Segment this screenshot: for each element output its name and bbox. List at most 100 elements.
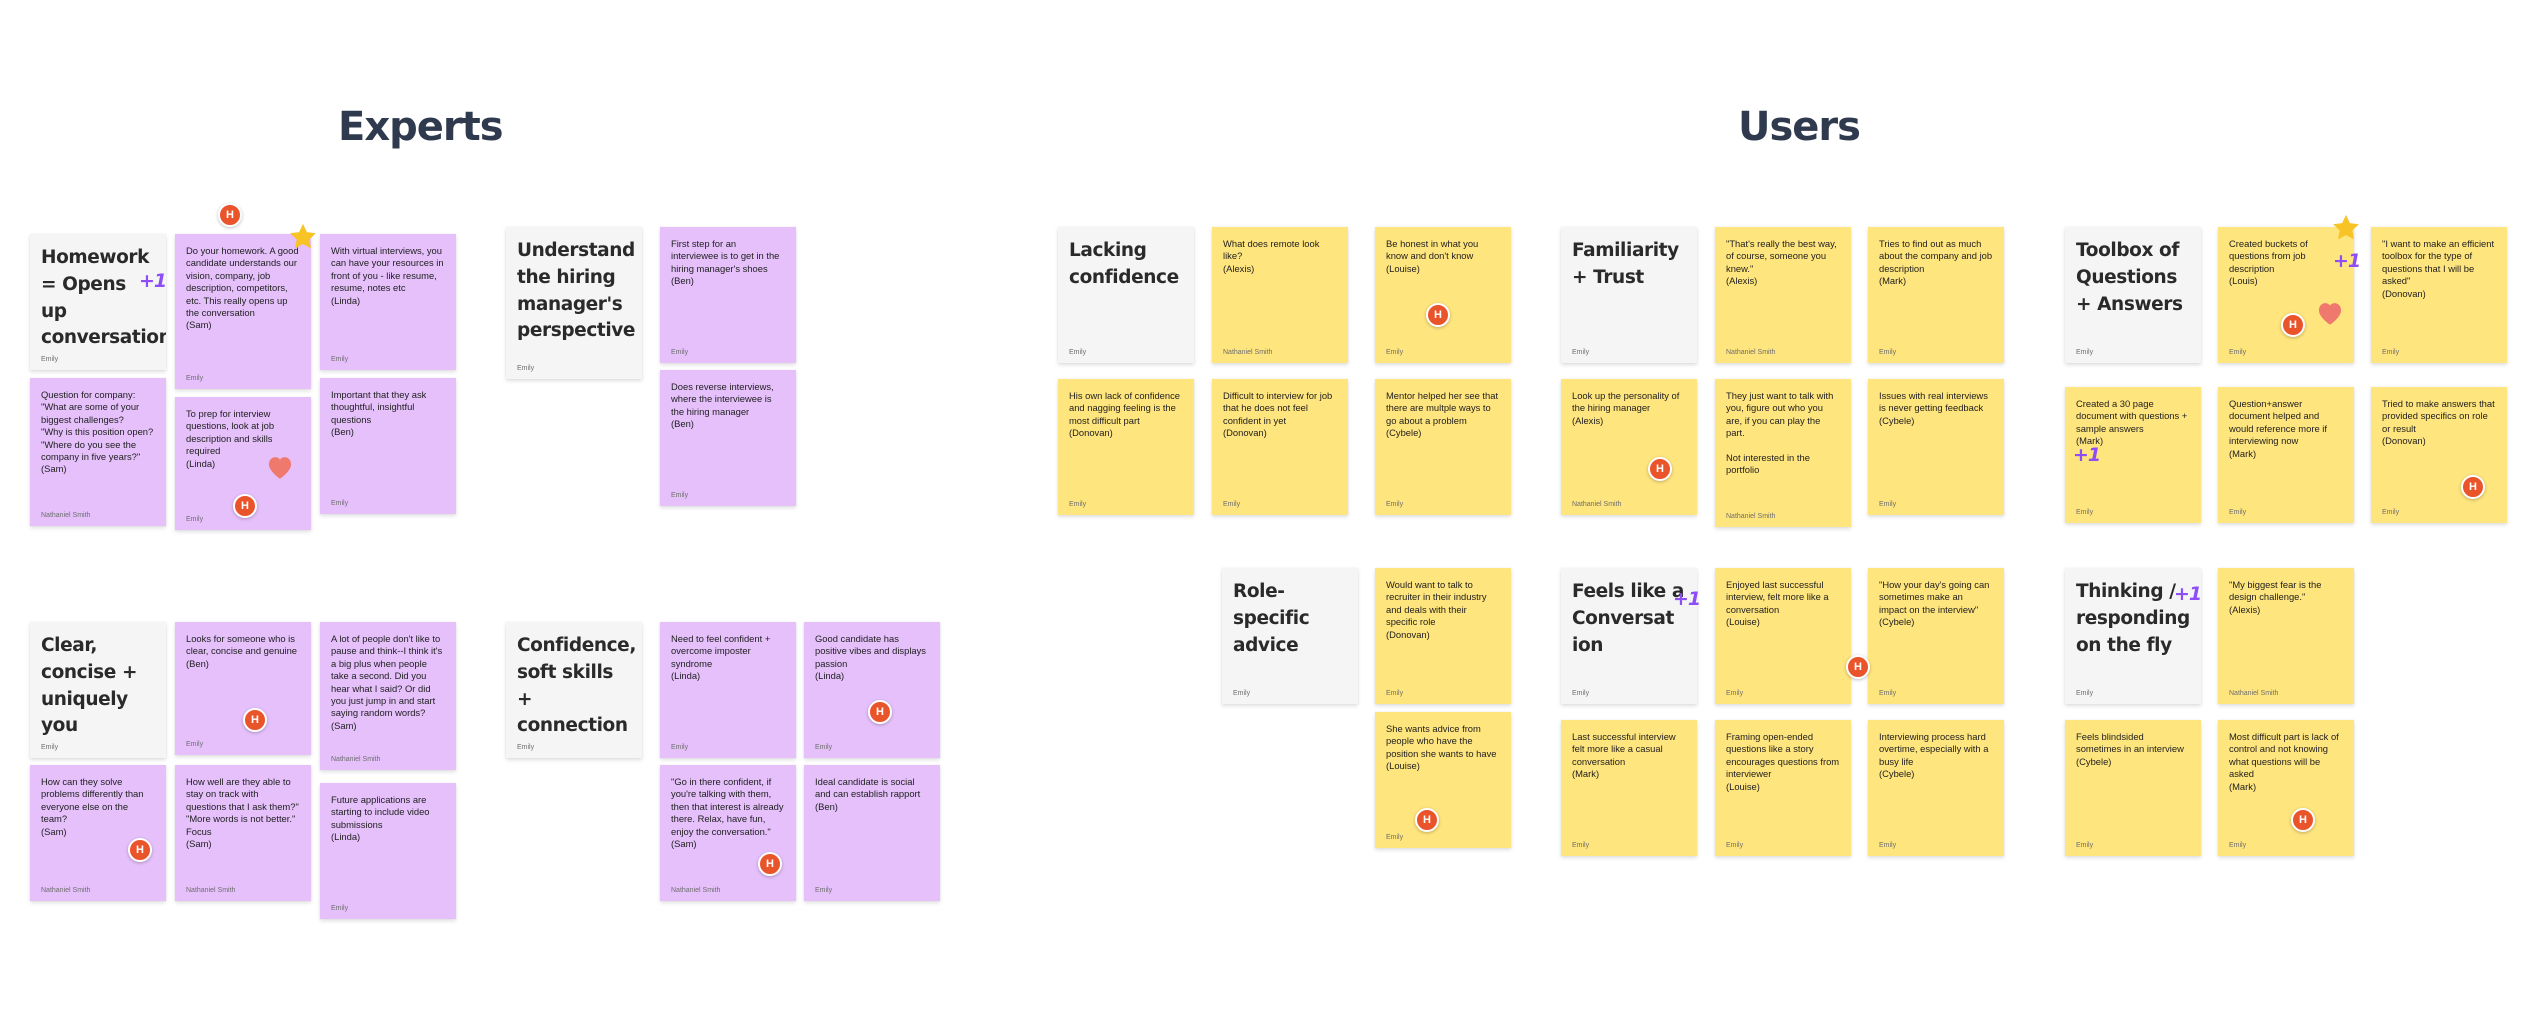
note-text: Framing open-ended questions like a stor… — [1726, 731, 1840, 792]
sticky-note[interactable]: She wants advice from people who have th… — [1375, 712, 1511, 848]
users-title: Users — [1738, 104, 1861, 150]
note-text: Ideal candidate is social and can establ… — [815, 776, 921, 812]
sticky-note[interactable]: Interviewing process hard overtime, espe… — [1868, 720, 2004, 856]
sticky-note[interactable]: Be honest in what you know and don't kno… — [1375, 227, 1511, 363]
collaborator-avatar[interactable]: H — [233, 494, 257, 518]
note-author: Emily — [2076, 690, 2094, 697]
collaborator-avatar[interactable]: H — [1648, 457, 1672, 481]
note-text: Last successful interview felt more like… — [1572, 731, 1676, 780]
sticky-note[interactable]: "Go in there confident, if you're talkin… — [660, 765, 796, 901]
sticky-note[interactable]: How well are they able to stay on track … — [175, 765, 311, 901]
sticky-note[interactable]: His own lack of confidence and nagging f… — [1058, 379, 1194, 515]
sticky-note[interactable]: "I want to make an efficient toolbox for… — [2371, 227, 2507, 363]
collaborator-avatar[interactable]: H — [2291, 808, 2315, 832]
sticky-note[interactable]: Framing open-ended questions like a stor… — [1715, 720, 1851, 856]
note-text: Look up the personality of the hiring ma… — [1572, 390, 1680, 426]
note-text: She wants advice from people who have th… — [1386, 723, 1497, 772]
note-author: Emily — [1386, 349, 1404, 356]
note-text: Good candidate has positive vibes and di… — [815, 633, 926, 682]
sticky-note[interactable]: Look up the personality of the hiring ma… — [1561, 379, 1697, 515]
collaborator-avatar[interactable]: H — [2281, 313, 2305, 337]
note-text: Important that they ask thoughtful, insi… — [331, 389, 427, 438]
sticky-note[interactable]: Feels blindsided sometimes in an intervi… — [2065, 720, 2201, 856]
sticky-note[interactable]: Most difficult part is lack of control a… — [2218, 720, 2354, 856]
note-author: Emily — [2076, 509, 2094, 516]
collaborator-avatar[interactable]: H — [1846, 655, 1870, 679]
collaborator-avatar[interactable]: H — [128, 838, 152, 862]
sticky-note[interactable]: Mentor helped her see that there are mul… — [1375, 379, 1511, 515]
note-text: Issues with real interviews is never get… — [1879, 390, 1988, 426]
sticky-note[interactable]: Looks for someone who is clear, concise … — [175, 622, 311, 755]
sticky-note[interactable]: "How your day's going can sometimes make… — [1868, 568, 2004, 704]
collaborator-avatar[interactable]: H — [1426, 303, 1450, 327]
sticky-note[interactable]: Ideal candidate is social and can establ… — [804, 765, 940, 901]
collaborator-avatar[interactable]: H — [2461, 475, 2485, 499]
note-author: Emily — [41, 744, 59, 751]
sticky-note[interactable]: A lot of people don't like to pause and … — [320, 622, 456, 770]
note-author: Emily — [41, 356, 59, 363]
collaborator-avatar[interactable]: H — [218, 203, 242, 227]
collaborator-avatar[interactable]: H — [243, 708, 267, 732]
collaborator-avatar[interactable]: H — [868, 700, 892, 724]
plus-one-stamp: +1 — [2174, 583, 2202, 605]
sticky-note[interactable]: Enjoyed last successful interview, felt … — [1715, 568, 1851, 704]
sticky-note[interactable]: What does remote look like? (Alexis)Nath… — [1212, 227, 1348, 363]
sticky-note[interactable]: Last successful interview felt more like… — [1561, 720, 1697, 856]
sticky-note[interactable]: Future applications are starting to incl… — [320, 783, 456, 919]
sticky-note[interactable]: Important that they ask thoughtful, insi… — [320, 378, 456, 514]
sticky-note[interactable]: They just want to talk with you, figure … — [1715, 379, 1851, 527]
sticky-note-header[interactable]: Understand the hiring manager's perspect… — [506, 227, 642, 379]
sticky-note[interactable]: Created a 30 page document with question… — [2065, 387, 2201, 523]
sticky-note[interactable]: Do your homework. A good candidate under… — [175, 234, 311, 389]
note-text: How well are they able to stay on track … — [186, 776, 299, 850]
note-author: Emily — [2382, 349, 2400, 356]
sticky-note[interactable]: "That's really the best way, of course, … — [1715, 227, 1851, 363]
note-text: Do your homework. A good candidate under… — [186, 245, 299, 331]
note-author: Emily — [186, 375, 204, 382]
sticky-note[interactable]: How can they solve problems differently … — [30, 765, 166, 901]
sticky-note[interactable]: Good candidate has positive vibes and di… — [804, 622, 940, 758]
note-text: Question+answer document helped and woul… — [2229, 398, 2327, 459]
note-text: Lacking confidence — [1069, 240, 1179, 288]
note-author: Nathaniel Smith — [41, 512, 91, 519]
sticky-note[interactable]: With virtual interviews, you can have yo… — [320, 234, 456, 370]
note-text: "My biggest fear is the design challenge… — [2229, 579, 2322, 615]
collaborator-avatar[interactable]: H — [758, 852, 782, 876]
sticky-note[interactable]: Does reverse interviews, where the inter… — [660, 370, 796, 506]
experts-title: Experts — [338, 104, 504, 150]
sticky-note[interactable]: First step for an interviewee is to get … — [660, 227, 796, 363]
note-text: Be honest in what you know and don't kno… — [1386, 238, 1479, 274]
note-author: Emily — [1726, 842, 1744, 849]
sticky-note[interactable]: Would want to talk to recruiter in their… — [1375, 568, 1511, 704]
note-text: Understand the hiring manager's perspect… — [517, 240, 636, 342]
sticky-note[interactable]: Question+answer document helped and woul… — [2218, 387, 2354, 523]
plus-one-stamp: +1 — [2333, 250, 2361, 272]
note-author: Emily — [1879, 690, 1897, 697]
sticky-note[interactable]: "My biggest fear is the design challenge… — [2218, 568, 2354, 704]
note-text: "I want to make an efficient toolbox for… — [2382, 238, 2495, 299]
sticky-note[interactable]: Issues with real interviews is never get… — [1868, 379, 2004, 515]
note-author: Nathaniel Smith — [1726, 513, 1776, 520]
note-text: Need to feel confident + overcome impost… — [671, 633, 771, 682]
note-text: Question for company: "What are some of … — [41, 389, 154, 475]
note-author: Nathaniel Smith — [1223, 349, 1273, 356]
sticky-note[interactable]: Created buckets of questions from job de… — [2218, 227, 2354, 363]
collaborator-avatar[interactable]: H — [1415, 808, 1439, 832]
sticky-note[interactable]: Need to feel confident + overcome impost… — [660, 622, 796, 758]
note-author: Emily — [1386, 834, 1404, 841]
sticky-note[interactable]: Question for company: "What are some of … — [30, 378, 166, 526]
sticky-note[interactable]: Difficult to interview for job that he d… — [1212, 379, 1348, 515]
sticky-note[interactable]: Tries to find out as much about the comp… — [1868, 227, 2004, 363]
note-text: Interviewing process hard overtime, espe… — [1879, 731, 1989, 780]
sticky-note[interactable]: Tried to make answers that provided spec… — [2371, 387, 2507, 523]
note-text: To prep for interview questions, look at… — [186, 408, 275, 469]
